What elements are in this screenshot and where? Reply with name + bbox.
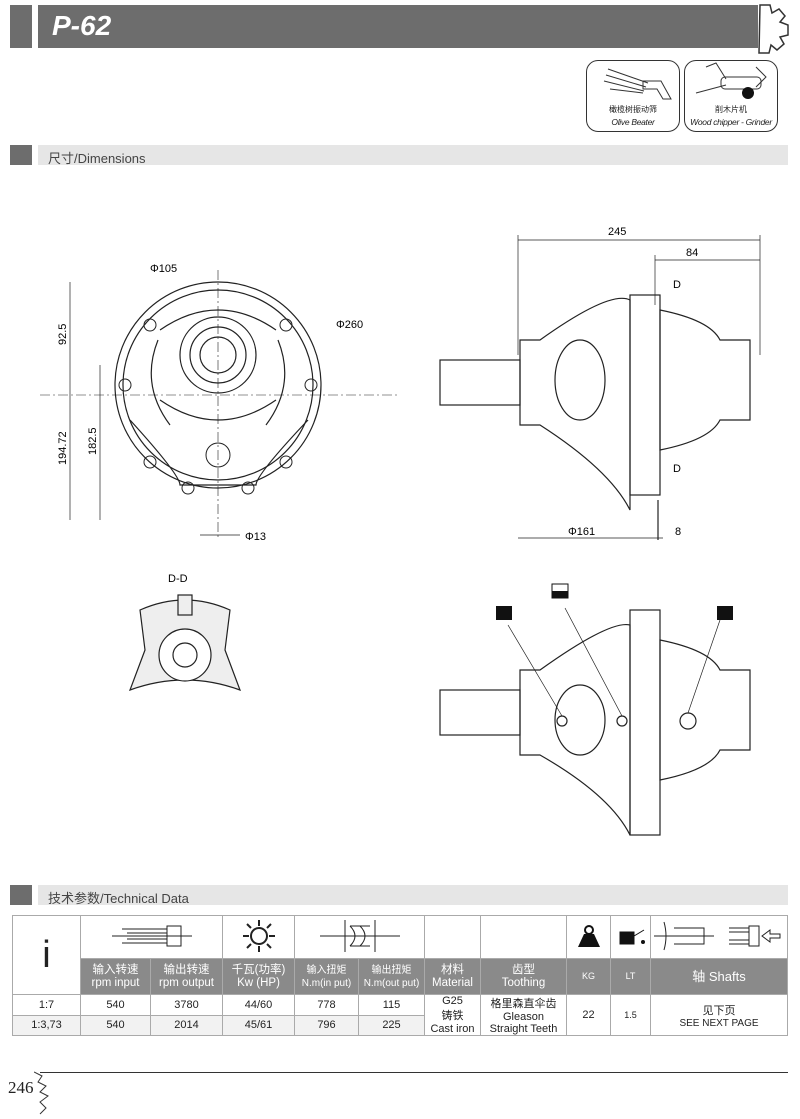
application-olive-beater: 橄榄树振动筛 Olive Beater [586,60,680,132]
application-label-cn: 橄榄树振动筛 [609,105,657,114]
section-dd-label: D-D [168,573,188,585]
technical-heading: 技术参数/Technical Data [48,891,189,906]
side-view-drawing: 245 84 D D Φ161 8 [439,226,761,540]
lubrication-view-drawing [439,583,751,836]
torque-output-cell: 115 [358,994,425,1016]
application-label-cn: 削木片机 [715,105,747,114]
header-bar [38,5,758,48]
dim-l84: 84 [686,247,698,259]
section-bar [38,885,788,905]
col-kg: KG [566,958,611,995]
oil-value: 1.5 [610,994,651,1036]
col-shafts: 轴 Shafts [650,958,788,995]
empty-icon-cell [480,915,567,959]
section-bar [38,145,788,165]
dim-l245: 245 [608,226,626,238]
power-cell: 44/60 [222,994,295,1016]
dim-h194: 194.72 [57,431,69,465]
gear-icon [34,1071,49,1115]
rpm-output-cell: 2014 [150,1014,223,1036]
header-square [10,5,32,48]
dim-d260: Φ260 [336,319,363,331]
dim-h182: 182.5 [87,427,99,455]
page-title: P-62 [52,10,112,41]
power-icon [222,915,295,959]
dim-l8: 8 [675,526,681,538]
torque-input-cell: 796 [294,1014,359,1036]
shafts-icon [650,915,788,959]
power-cell: 45/61 [222,1014,295,1036]
section-mark-bottom: D [673,463,681,475]
input-shaft-icon [80,915,223,959]
oil-drain-icon [496,606,512,620]
col-power: 千瓦(功率)Kw (HP) [222,958,295,995]
section-dd-drawing: D-D [128,573,242,692]
olive-beater-icon [603,68,672,100]
section-square [10,885,32,905]
ratio-cell: 1:3,73 [12,1014,81,1036]
ratio-cell: 1:7 [12,994,81,1016]
torque-input-cell: 778 [294,994,359,1016]
col-lt: LT [610,958,651,995]
footer-line [40,1072,788,1073]
section-mark-top: D [673,279,681,291]
rpm-input-cell: 540 [80,1014,151,1036]
dim-d161: Φ161 [568,526,595,538]
application-label-en: Wood chipper - Grinder [690,117,772,127]
oil-can-icon [610,915,651,959]
dimensions-heading: 尺寸/Dimensions [48,151,146,166]
rpm-input-cell: 540 [80,994,151,1016]
ratio-symbol: i [12,915,81,995]
application-label-en: Olive Beater [611,117,655,127]
front-view-drawing: Φ105 Φ260 Φ13 92.5 194.72 182.5 [40,263,400,543]
oil-fill-icon [717,606,733,620]
weight-icon [566,915,611,959]
torque-output-cell: 225 [358,1014,425,1036]
wood-chipper-icon [695,62,767,99]
page-number: 246 [8,1078,34,1097]
empty-icon-cell [424,915,481,959]
dim-h92: 92.5 [57,324,69,345]
dim-d105: Φ105 [150,263,177,275]
section-square [10,145,32,165]
dim-d13: Φ13 [245,531,266,543]
weight-value: 22 [566,994,611,1036]
rpm-output-cell: 3780 [150,994,223,1016]
gear-icon [758,4,789,54]
application-wood-chipper: 削木片机 Wood chipper - Grinder [684,60,778,132]
torque-icon [294,915,425,959]
